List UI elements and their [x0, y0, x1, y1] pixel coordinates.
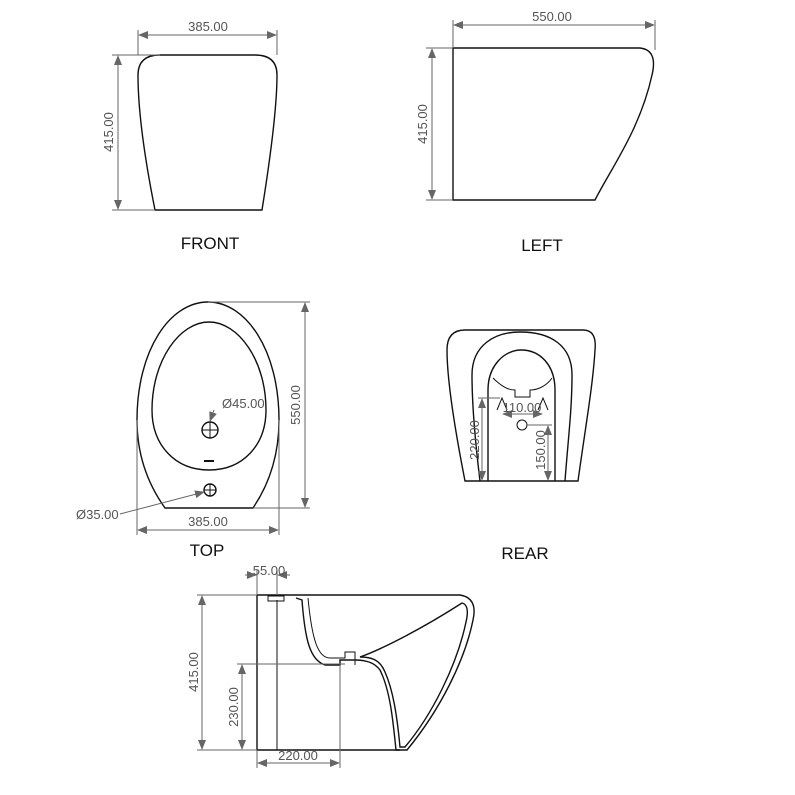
- section-view: 55.00 415.00 230.00 220.00: [186, 563, 475, 768]
- rear-bowl-outline: [492, 377, 553, 398]
- top-width-text: 385.00: [188, 514, 228, 529]
- top-hole-small-text: Ø35.00: [76, 507, 119, 522]
- section-inner-outline: [359, 602, 469, 748]
- section-height-text: 415.00: [186, 652, 201, 692]
- left-outline: [452, 47, 655, 201]
- top-hole-large-text: Ø45.00: [222, 396, 265, 411]
- front-label: FRONT: [181, 234, 240, 253]
- rear-middle-arch: [471, 331, 573, 482]
- rear-outlet-height-text: 150.00: [533, 430, 548, 470]
- section-offset-text: 55.00: [253, 563, 286, 578]
- rear-outlet-hole: [516, 419, 528, 431]
- top-inner-bowl: [151, 321, 267, 471]
- left-width-text: 550.00: [532, 9, 572, 24]
- front-height-text: 415.00: [101, 112, 116, 152]
- rear-outer-outline: [446, 329, 596, 482]
- front-outline: [137, 54, 278, 211]
- rear-spacing-text: 110.00: [503, 400, 542, 415]
- top-length-text: 550.00: [288, 385, 303, 425]
- front-width-text: 385.00: [188, 19, 228, 34]
- section-outer-outline: [257, 594, 475, 751]
- rear-inlet-height-text: 220.00: [467, 420, 482, 460]
- left-height-text: 415.00: [415, 104, 430, 144]
- rear-label: REAR: [501, 544, 548, 563]
- front-view: 385.00 415.00 FRONT: [101, 19, 278, 253]
- rear-view: 110.00 220.00 150.00 REAR: [446, 329, 596, 563]
- left-view: 550.00 415.00 LEFT: [415, 9, 656, 255]
- section-inlet-height-text: 230.00: [226, 687, 241, 727]
- top-view: Ø45.00 Ø35.00 550.00 385.00 TOP: [76, 301, 310, 560]
- rear-inner-arch: [487, 349, 556, 481]
- left-label: LEFT: [521, 236, 563, 255]
- top-label: TOP: [190, 541, 225, 560]
- section-depth-text: 220.00: [278, 748, 318, 763]
